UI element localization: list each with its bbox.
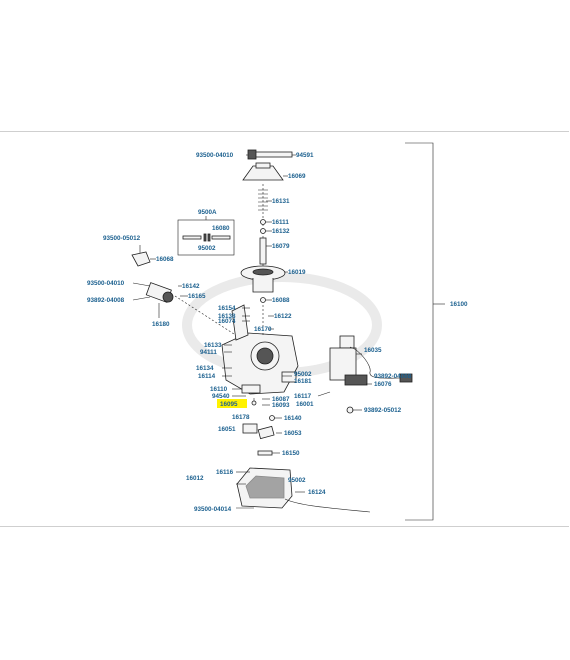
label-16122[interactable]: 16122 [274, 313, 292, 320]
part-labels: 93500-04010 94591 16069 16131 9500A 1611… [87, 152, 468, 513]
label-16051[interactable]: 16051 [218, 426, 236, 433]
label-16165[interactable]: 16165 [188, 293, 206, 300]
label-16150[interactable]: 16150 [282, 450, 300, 457]
label-16087[interactable]: 16087 [272, 396, 290, 403]
label-16019[interactable]: 16019 [288, 269, 306, 276]
spring-group [258, 184, 272, 270]
label-16116[interactable]: 16116 [216, 469, 234, 476]
label-94591[interactable]: 94591 [296, 152, 314, 159]
label-16095[interactable]: 16095 [220, 401, 238, 408]
label-16079[interactable]: 16079 [272, 243, 290, 250]
label-16178[interactable]: 16178 [232, 414, 250, 421]
label-16088[interactable]: 16088 [272, 297, 290, 304]
label-16035[interactable]: 16035 [364, 347, 382, 354]
label-16180[interactable]: 16180 [152, 321, 170, 328]
top-cap-group [242, 149, 296, 181]
float-group [242, 415, 282, 440]
label-93500-04014[interactable]: 93500-04014 [194, 506, 232, 513]
label-16117[interactable]: 16117 [294, 393, 312, 400]
label-16076[interactable]: 16076 [374, 381, 392, 388]
label-93500-05012[interactable]: 93500-05012 [103, 235, 141, 242]
carburetor-body [221, 304, 299, 406]
label-16170[interactable]: 16170 [254, 326, 272, 333]
label-16100-assembly[interactable]: 16100 [450, 301, 468, 308]
label-16131[interactable]: 16131 [272, 198, 290, 205]
jet-kit-box [177, 216, 235, 256]
label-16114[interactable]: 16114 [198, 373, 216, 380]
label-16093[interactable]: 16093 [272, 402, 290, 409]
label-16012[interactable]: 16012 [186, 475, 204, 482]
label-16154[interactable]: 16154 [218, 305, 236, 312]
label-16110[interactable]: 16110 [210, 386, 228, 393]
label-93892-05012[interactable]: 93892-05012 [364, 407, 402, 414]
label-16142[interactable]: 16142 [182, 283, 200, 290]
label-94540[interactable]: 94540 [212, 393, 230, 400]
label-16001[interactable]: 16001 [296, 401, 314, 408]
label-16074[interactable]: 16074 [218, 318, 236, 325]
label-16133[interactable]: 16133 [204, 342, 222, 349]
label-95002-bottom[interactable]: 95002 [288, 477, 306, 484]
diagram-frame [0, 131, 569, 527]
float-bowl-group [236, 450, 371, 513]
label-9500a[interactable]: 9500A [198, 209, 217, 216]
label-16069[interactable]: 16069 [288, 173, 306, 180]
label-16181[interactable]: 16181 [294, 378, 312, 385]
label-16124[interactable]: 16124 [308, 489, 326, 496]
label-94111[interactable]: 94111 [200, 349, 217, 356]
label-93892-04008-right[interactable]: 93892-04008 [374, 373, 412, 380]
label-16132[interactable]: 16132 [272, 228, 290, 235]
label-95002-kit[interactable]: 95002 [198, 245, 216, 252]
label-93500-04010-left[interactable]: 93500-04010 [87, 280, 125, 287]
highlight-16095 [217, 399, 247, 408]
label-16053[interactable]: 16053 [284, 430, 302, 437]
label-16111[interactable]: 16111 [272, 219, 289, 226]
label-16134[interactable]: 16134 [196, 365, 214, 372]
label-16140[interactable]: 16140 [284, 415, 302, 422]
diaphragm-group [240, 265, 288, 303]
label-16068[interactable]: 16068 [156, 256, 174, 263]
label-93892-04008-left[interactable]: 93892-04008 [87, 297, 125, 304]
choke-bracket-group [131, 245, 235, 335]
assembly-bracket [405, 142, 445, 521]
label-95002-mid[interactable]: 95002 [294, 371, 312, 378]
label-93500-04010-top[interactable]: 93500-04010 [196, 152, 234, 159]
auto-choke-group [317, 335, 413, 414]
label-16138[interactable]: 16138 [218, 313, 236, 320]
label-16080[interactable]: 16080 [212, 225, 230, 232]
